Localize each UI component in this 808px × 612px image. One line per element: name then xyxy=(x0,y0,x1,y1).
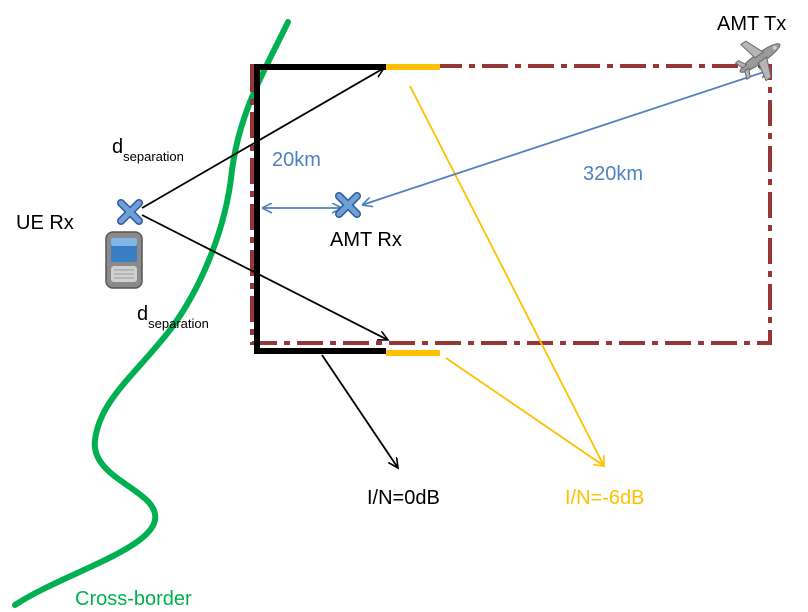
amt-tx-label: AMT Tx xyxy=(717,13,786,35)
d-separation-bottom-main: d xyxy=(137,303,148,325)
separation-arrow-bottom xyxy=(141,214,388,340)
in-minus6db-pointer-arrow-bottom xyxy=(445,357,604,466)
in-0db-contour xyxy=(254,64,386,354)
in-0db-pointer-arrow xyxy=(321,354,398,468)
distance-320km-label: 320km xyxy=(583,163,643,185)
ue-rx-label: UE Rx xyxy=(16,212,74,234)
d-separation-top-main: d xyxy=(112,136,123,158)
distance-320km-arrow xyxy=(362,70,770,205)
cross-border-line xyxy=(12,19,291,608)
mobile-phone-icon xyxy=(105,231,143,289)
in-minus6db-pointer-arrow-top xyxy=(409,85,604,466)
d-separation-top-sub: separation xyxy=(123,149,184,164)
separation-arrow-top xyxy=(141,68,384,209)
amt-coverage-rectangle xyxy=(250,64,772,345)
in-minus6db-label: I/N=-6dB xyxy=(565,487,644,509)
airplane-icon xyxy=(734,40,781,82)
amt-rx-cross-marker-icon xyxy=(335,192,361,218)
amt-rx-label: AMT Rx xyxy=(330,229,402,251)
ue-rx-cross-marker-icon xyxy=(117,199,143,225)
d-separation-label-bottom: dseparation xyxy=(137,303,209,331)
distance-20km-label: 20km xyxy=(272,149,321,171)
d-separation-bottom-sub: separation xyxy=(148,316,209,331)
in-0db-label: I/N=0dB xyxy=(367,487,440,509)
d-separation-label-top: dseparation xyxy=(112,136,184,164)
cross-border-label: Cross-border xyxy=(75,588,192,610)
